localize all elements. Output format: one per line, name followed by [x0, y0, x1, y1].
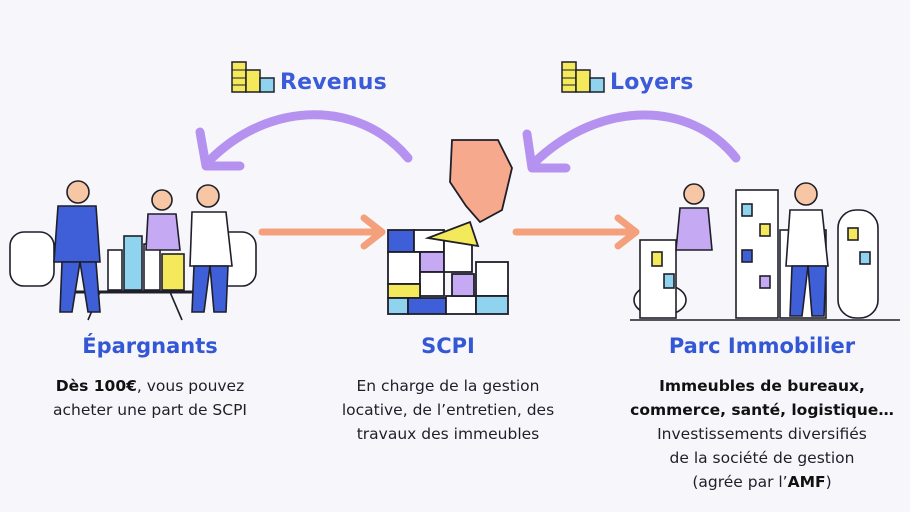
- amf-label: AMF: [787, 473, 826, 491]
- revenus-arrow: [195, 110, 413, 171]
- min-amount: Dès 100€: [55, 377, 137, 395]
- epargnants-description: Dès 100€, vous pouvez acheter une part d…: [0, 374, 300, 422]
- realestate-illustration: [630, 182, 900, 321]
- epargnants-text-2: acheter une part de SCPI: [53, 401, 247, 419]
- scpi-text-2: locative, de l’entretien, des: [341, 401, 555, 419]
- parc-text-3: Investissements diversifiés: [657, 425, 867, 443]
- hand-icon: [424, 139, 513, 248]
- parc-text-4: de la société de gestion: [669, 449, 855, 467]
- parc-text-5a: (agrée par l’: [692, 473, 788, 491]
- parc-immobilier-title: Parc Immobilier: [668, 334, 856, 358]
- scpi-text-3: travaux des immeubles: [356, 425, 540, 443]
- parc-text-2: commerce, santé, logistique…: [630, 401, 894, 419]
- parc-text-5c: ): [825, 473, 832, 491]
- coin-stack-icon: [231, 61, 275, 93]
- revenus-label: Revenus: [280, 70, 387, 95]
- scpi-description: En charge de la gestion locative, de l’e…: [298, 374, 598, 446]
- coin-stack-icon: [561, 61, 605, 93]
- scpi-illustration: [387, 229, 509, 315]
- scpi-text-1: En charge de la gestion: [356, 377, 540, 395]
- epargnants-title: Épargnants: [82, 334, 218, 358]
- parc-text-1: Immeubles de bureaux,: [659, 377, 865, 395]
- loyers-label: Loyers: [610, 70, 694, 95]
- parc-description: Immeubles de bureaux, commerce, santé, l…: [612, 374, 910, 494]
- invest-arrow-right: [512, 214, 640, 250]
- epargnants-text-1: , vous pouvez: [136, 377, 245, 395]
- invest-arrow-left: [258, 214, 386, 250]
- scpi-title: SCPI: [421, 334, 475, 358]
- loyers-arrow: [522, 110, 741, 173]
- savers-illustration: [9, 180, 257, 321]
